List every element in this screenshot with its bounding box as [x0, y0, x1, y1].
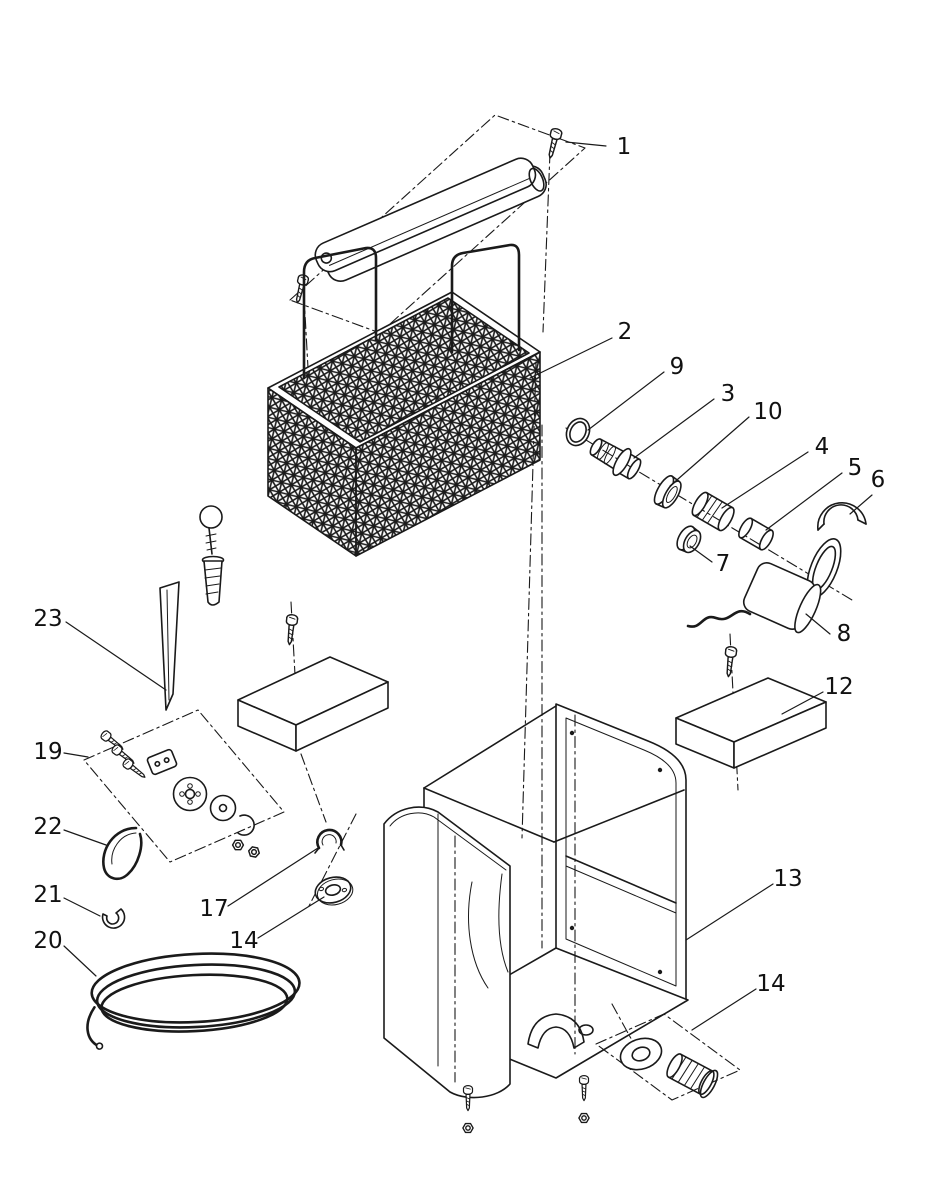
part-wire-loop [102, 826, 143, 881]
part-housing [383, 703, 689, 1134]
eyebolt-and-anchor [199, 505, 225, 606]
part-clamp-ring [314, 828, 345, 854]
part-number-8: 8 [837, 621, 852, 647]
part-number-21: 21 [33, 882, 62, 908]
part-hardware-kit [83, 709, 285, 863]
part-number-14: 14 [229, 928, 258, 954]
part-number-7: 7 [716, 551, 731, 577]
foam-block-center [237, 613, 389, 752]
part-pump [686, 538, 842, 634]
part-number-14: 14 [756, 971, 785, 997]
callout-leader-14 [257, 896, 325, 939]
part-number-10: 10 [753, 399, 782, 425]
screw-icon [283, 613, 299, 646]
part-number-17: 17 [199, 896, 228, 922]
callout-leader-6 [849, 494, 873, 515]
part-cover-assembly [289, 114, 586, 334]
saddle-clamp [527, 1013, 585, 1049]
basket-handle [450, 243, 521, 354]
callout-leader-21 [63, 897, 101, 917]
part-number-23: 23 [33, 606, 62, 632]
pump-cable [686, 609, 752, 628]
callout-leader-23 [65, 621, 167, 691]
callout-leader-5 [765, 472, 843, 531]
screw-icon [544, 126, 564, 161]
callout-leader-4 [721, 451, 809, 509]
housing-tub [383, 806, 511, 1099]
part-number-22: 22 [33, 814, 62, 840]
exploded-view-drawing [83, 114, 867, 1134]
part-flange [314, 876, 354, 906]
part-number-2: 2 [618, 319, 633, 345]
part-knurled-ring [676, 525, 702, 554]
part-oring [565, 417, 591, 447]
part-clip [101, 908, 126, 929]
callout-leader-8 [805, 613, 831, 635]
part-number-12: 12 [824, 674, 853, 700]
cover-lid [314, 157, 547, 282]
part-fitting-kit [595, 1013, 741, 1101]
part-mesh-basket [267, 243, 541, 557]
callout-leader-13 [685, 883, 774, 941]
part-number-5: 5 [848, 455, 863, 481]
nut-icon [247, 845, 261, 859]
screw-icon [291, 273, 310, 305]
callout-leader-22 [63, 829, 107, 846]
callout-leader-2 [529, 337, 613, 379]
nut-icon [578, 1112, 590, 1124]
part-sleeve [738, 517, 774, 551]
part-number-19: 19 [33, 739, 62, 765]
part-number-6: 6 [871, 467, 886, 493]
screw-icon [578, 1075, 590, 1102]
callout-leader-3 [633, 398, 715, 459]
screw-icon [120, 756, 149, 782]
part-clamp-bracket [817, 502, 867, 531]
nut-icon [231, 839, 245, 851]
part-union-nut [653, 475, 682, 509]
callout-leader-12 [781, 691, 824, 715]
callout-leader-7 [689, 545, 713, 563]
part-foam-block [675, 645, 827, 769]
construction-lines-front [454, 424, 635, 1083]
part-number-1: 1 [617, 134, 632, 160]
part-number-20: 20 [33, 928, 62, 954]
part-threaded-adapter [691, 491, 735, 532]
basket-handle [302, 246, 378, 380]
callout-leader-9 [587, 371, 665, 431]
part-number-9: 9 [670, 354, 685, 380]
callout-leader-17 [227, 847, 319, 907]
part-number-4: 4 [815, 434, 830, 460]
screw-icon [722, 645, 738, 678]
callout-leader-19 [63, 752, 89, 758]
part-hose-coil [86, 952, 301, 1050]
callout-leader-10 [669, 416, 750, 487]
callout-leader-14 [691, 988, 757, 1031]
nut-icon [462, 1122, 474, 1134]
callout-leader-20 [63, 945, 97, 977]
part-stake [159, 581, 180, 711]
callout-leader-1 [565, 141, 607, 147]
part-number-13: 13 [773, 866, 802, 892]
part-hosetail [589, 438, 642, 480]
part-number-3: 3 [721, 381, 736, 407]
